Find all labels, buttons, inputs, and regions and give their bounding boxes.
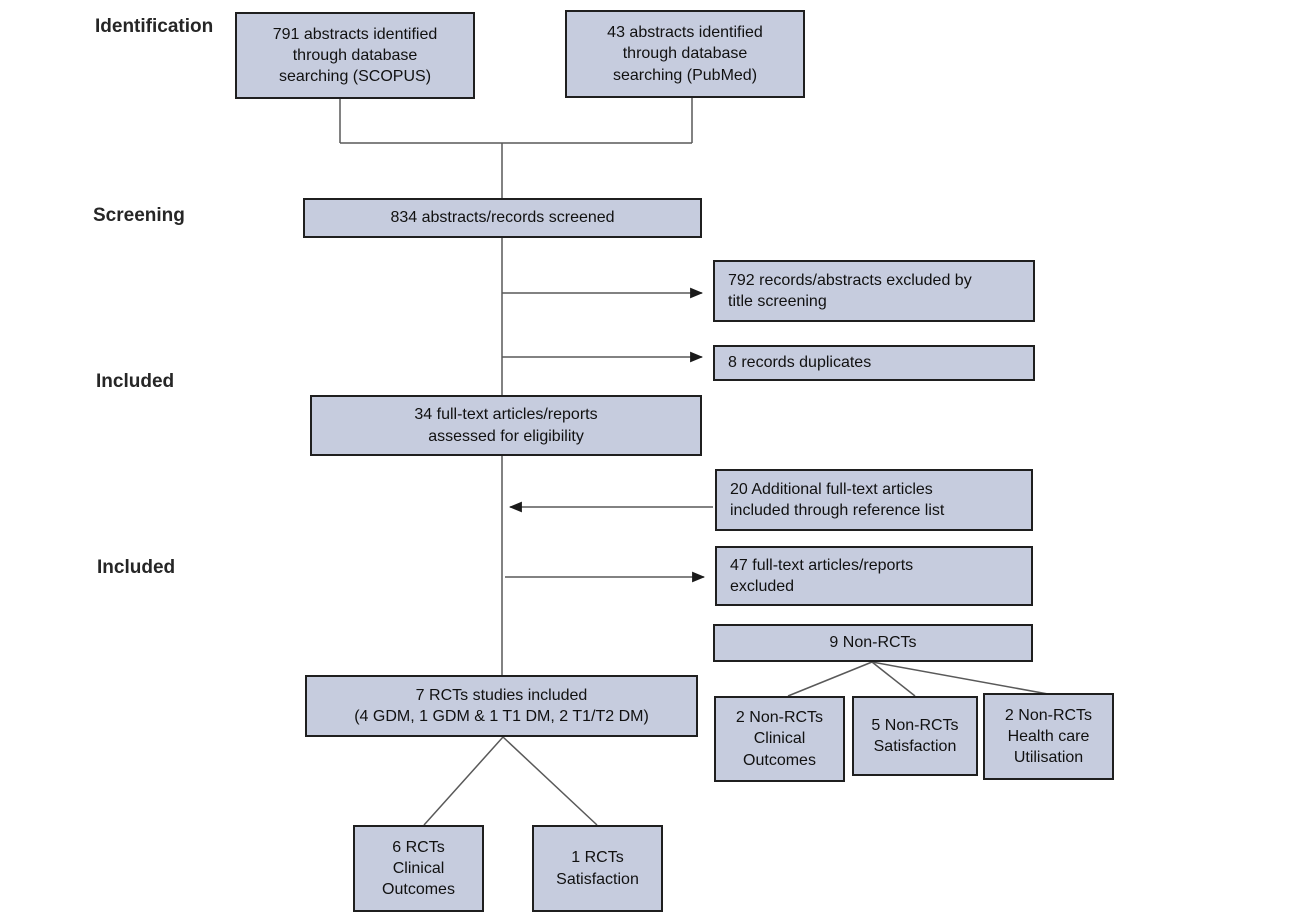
stage-label-included-bottom: Included	[97, 557, 176, 578]
box-non-rct-satisfaction: 5 Non-RCTs Satisfaction	[852, 696, 978, 776]
connector-nonrcts-to-satisfaction	[871, 661, 916, 697]
box-fulltext-excluded: 47 full-text articles/reports excluded	[715, 546, 1033, 606]
box-fulltext-assessed: 34 full-text articles/reports assessed f…	[310, 395, 702, 456]
box-additional-reference-list: 20 Additional full-text articles include…	[715, 469, 1033, 531]
box-non-rcts: 9 Non-RCTs	[713, 624, 1033, 662]
connector-nonrcts-to-clinical	[787, 661, 873, 697]
box-pubmed-identified: 43 abstracts identified through database…	[565, 10, 805, 98]
box-records-screened: 834 abstracts/records screened	[303, 198, 702, 238]
box-non-rct-healthcare-utilisation: 2 Non-RCTs Health care Utilisation	[983, 693, 1114, 780]
connector-rcts-to-clinical	[423, 736, 504, 826]
stage-label-identification: Identification	[95, 16, 214, 37]
box-rct-clinical-outcomes: 6 RCTs Clinical Outcomes	[353, 825, 484, 912]
box-rcts-included: 7 RCTs studies included (4 GDM, 1 GDM & …	[305, 675, 698, 737]
box-excluded-title-screening: 792 records/abstracts excluded by title …	[713, 260, 1035, 322]
stage-label-included-top: Included	[96, 371, 175, 392]
box-scopus-identified: 791 abstracts identified through databas…	[235, 12, 475, 99]
box-non-rct-clinical-outcomes: 2 Non-RCTs Clinical Outcomes	[714, 696, 845, 782]
connector-nonrcts-to-healthcare	[871, 661, 1049, 695]
connector-rcts-to-satisfaction	[502, 736, 598, 826]
stage-label-screening: Screening	[93, 205, 185, 226]
box-rct-satisfaction: 1 RCTs Satisfaction	[532, 825, 663, 912]
box-duplicates: 8 records duplicates	[713, 345, 1035, 381]
